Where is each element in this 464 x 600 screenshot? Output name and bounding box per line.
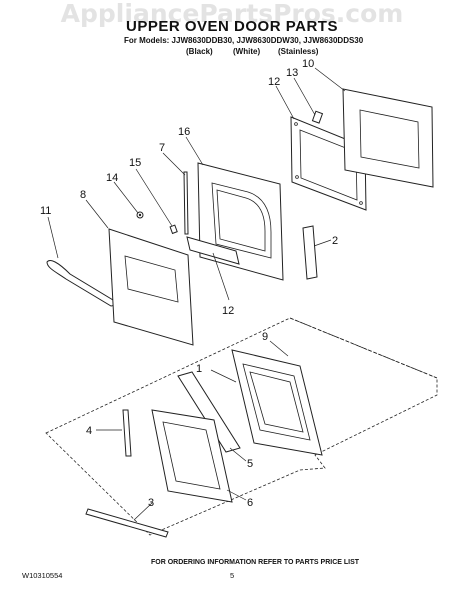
variant-stainless: (Stainless) xyxy=(278,47,319,56)
callout-3: 3 xyxy=(148,497,154,509)
part-15-clip xyxy=(169,224,178,235)
variant-black: (Black) xyxy=(186,47,213,56)
callout-8: 8 xyxy=(80,189,86,201)
callout-14: 14 xyxy=(106,172,118,184)
part-12-front-panel xyxy=(186,236,240,265)
leader-lines xyxy=(47,67,346,521)
part-11-handle xyxy=(46,260,118,307)
callout-12-back: 12 xyxy=(268,76,280,88)
watermark: AppliancePartsPros.com xyxy=(60,0,404,28)
document-number: W10310554 xyxy=(22,571,63,580)
part-7-strip xyxy=(183,171,189,235)
part-1-liner-window xyxy=(242,363,311,441)
part-10-inner-glass xyxy=(342,88,434,188)
callout-2: 2 xyxy=(332,235,338,247)
assembly-envelope xyxy=(45,317,438,536)
variant-white: (White) xyxy=(233,47,261,56)
callout-5: 5 xyxy=(247,458,253,470)
model-list: For Models: JJW8630DDB30, JJW8630DDW30, … xyxy=(124,36,364,45)
part-2-hinge-channel xyxy=(302,225,318,280)
part-6-glass-frame xyxy=(151,409,233,503)
callout-16: 16 xyxy=(178,126,190,138)
part-10-window xyxy=(359,109,420,169)
callout-7: 7 xyxy=(159,142,165,154)
callout-12-front: 12 xyxy=(222,305,234,317)
part-9-gasket xyxy=(289,317,438,379)
part-8-outer-glass xyxy=(108,228,194,346)
callout-13: 13 xyxy=(286,67,298,79)
page-title: UPPER OVEN DOOR PARTS xyxy=(126,18,338,35)
part-16-window xyxy=(211,182,272,259)
callout-11: 11 xyxy=(40,205,51,217)
ordering-note: FOR ORDERING INFORMATION REFER TO PARTS … xyxy=(150,559,360,566)
part-13-tab xyxy=(311,110,324,124)
callout-6: 6 xyxy=(247,497,253,509)
callout-1: 1 xyxy=(196,363,202,375)
part-4-bracket xyxy=(122,409,132,457)
part-12-window-frame-inner xyxy=(299,129,358,201)
callout-15: 15 xyxy=(129,157,141,169)
part-16-window-inner xyxy=(216,189,266,252)
page-number: 5 xyxy=(230,571,235,580)
part-3-vent-strip xyxy=(85,508,169,538)
callout-10: 10 xyxy=(302,58,314,70)
callout-4: 4 xyxy=(86,425,92,437)
part-8-window xyxy=(124,255,179,303)
callout-9: 9 xyxy=(262,331,268,343)
part-14-screw xyxy=(136,211,144,219)
part-1-liner-window-inner xyxy=(249,371,304,433)
part-6-window xyxy=(162,421,221,490)
part-1-door-liner xyxy=(231,349,323,456)
